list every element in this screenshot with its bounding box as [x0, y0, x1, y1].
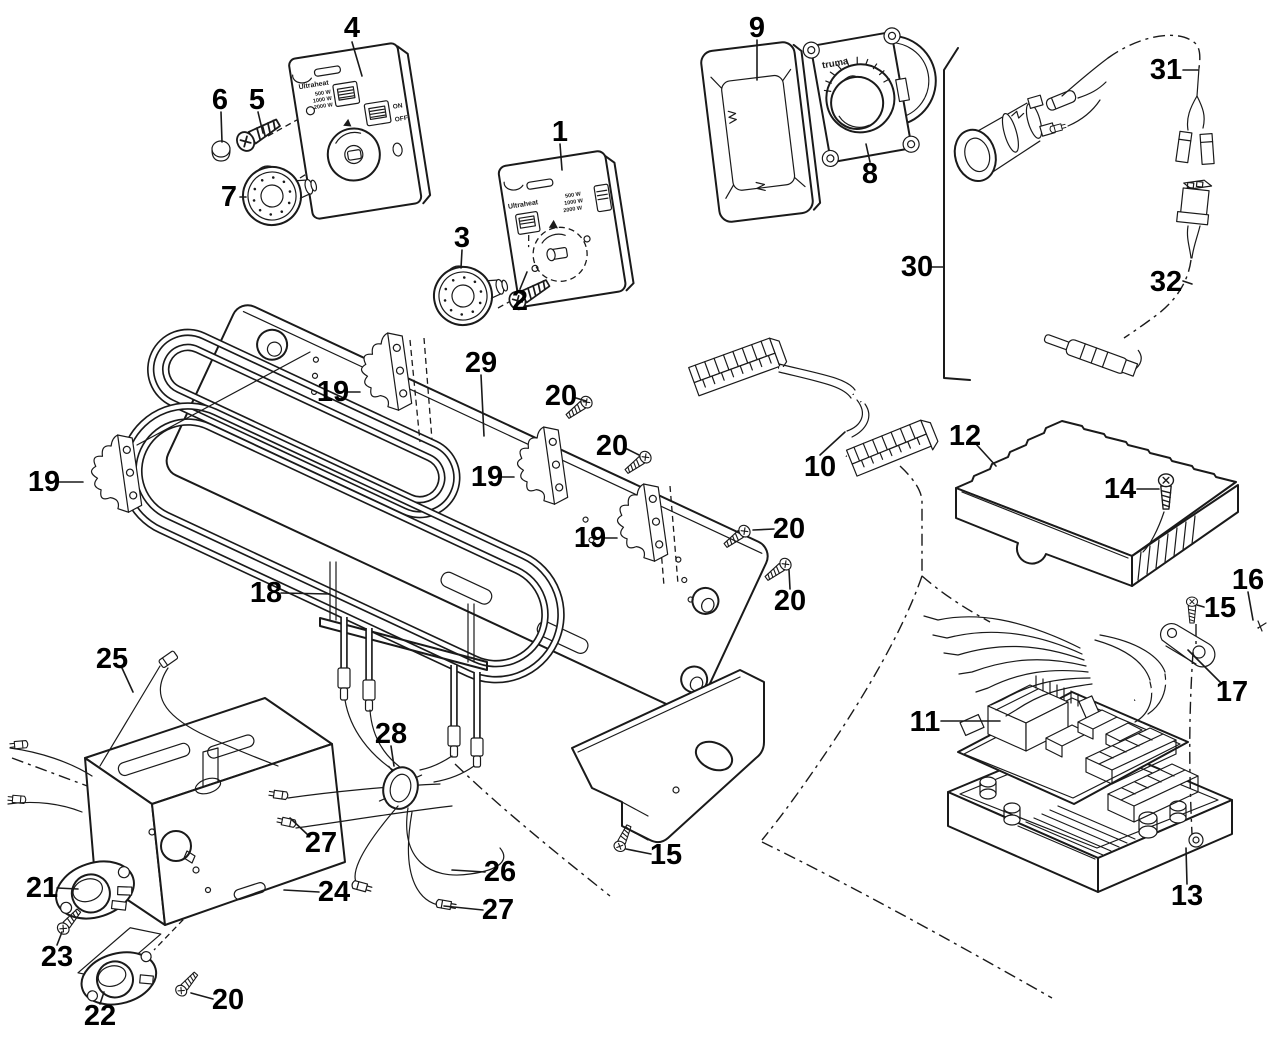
part-label-5: 5 — [249, 84, 265, 116]
part-label-17: 17 — [1216, 676, 1248, 708]
panel4-watt-1000: 1000 W — [313, 96, 333, 105]
wall-frame-9 — [700, 41, 822, 223]
part-label-12: 12 — [949, 420, 981, 452]
components — [959, 709, 1143, 758]
relay — [987, 684, 1069, 752]
panel1-watt-500: 500 W — [565, 191, 582, 200]
part-label-25: 25 — [96, 643, 128, 675]
screw-15-upper — [1185, 596, 1199, 835]
cap-6 — [211, 140, 231, 162]
part-label-22: 22 — [84, 1000, 116, 1032]
panel4-watt-2000: 2000 W — [314, 102, 334, 111]
part-label-27b: 27 — [482, 894, 514, 926]
mounting-bracket — [571, 669, 765, 844]
thermostat-brand: truma — [821, 56, 850, 72]
part-label-20c: 20 — [773, 513, 805, 545]
thermostat-8: truma — [802, 27, 937, 168]
group-bracket-30 — [943, 47, 971, 381]
panel4-brand: Ultraheat — [298, 79, 330, 91]
standoffs — [979, 776, 1204, 848]
cable-10 — [688, 337, 939, 477]
part-label-7: 7 — [221, 181, 237, 213]
part-label-20b: 20 — [596, 430, 628, 462]
part-labels: 4 6 5 7 1 3 2 9 8 31 30 32 10 12 14 16 1… — [26, 12, 1264, 1032]
knob-3 — [426, 254, 516, 333]
part-label-19c: 19 — [471, 461, 503, 493]
indicator-lamp — [953, 94, 1056, 183]
cover-12 — [955, 420, 1239, 587]
part-label-30: 30 — [901, 251, 933, 283]
part-label-15b: 15 — [650, 839, 682, 871]
element-terminals — [319, 561, 488, 768]
part-label-20a: 20 — [545, 380, 577, 412]
control-panel-4: Ultraheat 500 W 1000 W 2000 W ON OFF — [288, 42, 432, 220]
part-label-23: 23 — [41, 941, 73, 973]
part-label-13: 13 — [1171, 880, 1203, 912]
part-label-19b: 19 — [28, 466, 60, 498]
part-label-27a: 27 — [305, 827, 337, 859]
part-label-6: 6 — [212, 84, 228, 116]
bracket-19-left — [86, 432, 143, 518]
part-label-10: 10 — [804, 451, 836, 483]
grommet-28-and-loops — [344, 699, 505, 912]
panel1-watt-2000: 2000 W — [563, 205, 583, 214]
part-label-28: 28 — [375, 718, 407, 750]
wire-25 — [99, 650, 279, 767]
panel1-watt-1000: 1000 W — [564, 198, 584, 207]
part-label-19a: 19 — [317, 376, 349, 408]
part-label-26: 26 — [484, 856, 516, 888]
part-label-16: 16 — [1232, 564, 1264, 596]
part-label-24: 24 — [318, 876, 350, 908]
part-label-4: 4 — [344, 12, 360, 44]
panel4-on: ON — [392, 102, 403, 110]
part-label-20d: 20 — [774, 585, 806, 617]
bracket-24 — [84, 697, 346, 926]
panel4-watt-500: 500 W — [315, 89, 332, 98]
part-label-11: 11 — [910, 706, 941, 738]
part-label-19d: 19 — [574, 522, 606, 554]
part-label-15a: 15 — [1204, 592, 1236, 624]
part-label-31: 31 — [1150, 54, 1182, 86]
screw-5 — [232, 113, 284, 155]
part-label-3: 3 — [454, 222, 470, 254]
part-label-18: 18 — [250, 577, 282, 609]
thermostat-disc-21 — [55, 860, 135, 920]
thermostat-disc-22 — [77, 927, 162, 1006]
part-label-1: 1 — [552, 116, 568, 148]
connector-32-and-sensor — [1043, 179, 1213, 377]
terminal-block-a — [1085, 727, 1177, 785]
part-label-20e: 20 — [212, 984, 244, 1016]
part-label-14: 14 — [1104, 473, 1136, 505]
wires-27-spades — [268, 783, 453, 829]
screw-14 — [1142, 473, 1175, 553]
clamp-17 — [1159, 622, 1216, 668]
leader-lines — [56, 39, 1254, 1005]
part-label-2: 2 — [512, 285, 528, 317]
control-panel-1: Ultraheat 500 W 1000 W 2000 W — [497, 150, 635, 308]
panel1-brand: Ultraheat — [508, 199, 540, 211]
left-edge-wires — [7, 739, 93, 813]
part-label-21: 21 — [26, 872, 58, 904]
part-label-32: 32 — [1150, 266, 1182, 298]
wire-harness-fan — [923, 615, 1167, 723]
wires-31 — [1045, 34, 1215, 165]
part-label-29: 29 — [465, 347, 497, 379]
part-label-9: 9 — [749, 12, 765, 44]
panel4-off: OFF — [394, 115, 408, 124]
part-label-8: 8 — [862, 158, 878, 190]
pcb-11 — [957, 675, 1199, 823]
terminal-block-b — [1107, 763, 1199, 823]
screw-15-lower — [611, 822, 635, 854]
